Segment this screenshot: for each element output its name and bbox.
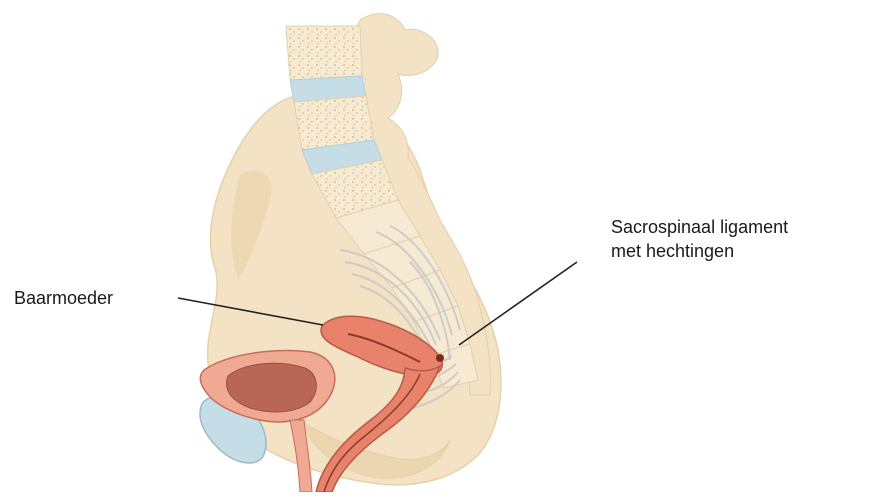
suture-point [436,354,444,362]
ligament-label-line2: met hechtingen [611,239,788,263]
ligament-label-line1: Sacrospinaal ligament [611,215,788,239]
uterus-label: Baarmoeder [14,286,113,310]
ligament-label: Sacrospinaal ligament met hechtingen [611,215,788,263]
